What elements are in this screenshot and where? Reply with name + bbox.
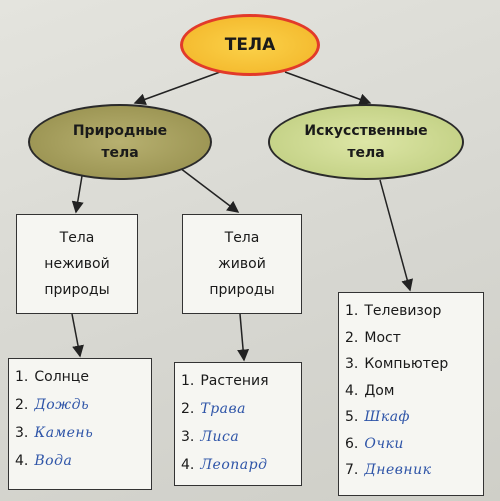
nonliving-line3: природы [44, 282, 110, 298]
item-number: 2. [15, 397, 29, 413]
list-item: 1. Солнце [15, 369, 151, 397]
natural-line2: тела [101, 145, 139, 161]
printed-item-text: Дом [364, 382, 395, 399]
item-number: 4. [181, 457, 195, 473]
nonliving-line1: Тела [59, 230, 95, 246]
nonliving-examples-box: 1. Солнце 2. Дождь 3. Камень 4. Вода [8, 358, 152, 490]
list-item: 2. Трава [181, 401, 301, 429]
item-number: 2. [181, 401, 195, 417]
root-node-bodies: ТЕЛА [180, 14, 320, 76]
artificial-bodies-node: Искусственные тела [268, 104, 464, 180]
printed-item-text: Мост [364, 329, 401, 346]
artificial-examples-box: 1. Телевизор 2. Мост 3. Компьютер 4. Дом 5. Шкаф 6… [338, 292, 484, 496]
list-item: 2. Дождь [15, 397, 151, 425]
item-number: 3. [345, 356, 359, 372]
handwritten-item-text: Вода [34, 453, 73, 469]
list-item: 3. Камень [15, 425, 151, 453]
arrow-root-to-natural [133, 71, 221, 106]
printed-item-text: Компьютер [364, 356, 449, 372]
item-number: 5. [345, 409, 359, 425]
handwritten-item-text: Дождь [34, 397, 90, 413]
root-label: ТЕЛА [224, 35, 276, 55]
arrow-living-to-list [237, 313, 250, 362]
handwritten-item-text: Шкаф [364, 409, 410, 425]
item-number: 1. [15, 369, 29, 385]
item-number: 1. [181, 373, 195, 389]
list-item: 5. Шкаф [345, 409, 483, 436]
artificial-line2: тела [347, 145, 385, 161]
living-nature-box: Тела живой природы [182, 214, 302, 314]
item-number: 3. [15, 425, 29, 441]
item-number: 3. [181, 429, 195, 445]
nonliving-examples-list: 1. Солнце 2. Дождь 3. Камень 4. Вода [15, 369, 151, 481]
printed-item-text: Телевизор [364, 303, 442, 319]
handwritten-item-text: Очки [364, 435, 404, 452]
artificial-examples-list: 1. Телевизор 2. Мост 3. Компьютер 4. Дом 5. Шкаф 6… [345, 303, 483, 489]
arrow-nonliving-to-list [71, 313, 84, 358]
list-item: 1. Растения [181, 373, 301, 401]
nonliving-nature-box: Тела неживой природы [16, 214, 138, 314]
arrow-natural-to-living [179, 167, 240, 213]
handwritten-item-text: Камень [34, 425, 94, 441]
item-number: 4. [345, 382, 359, 399]
artificial-line1: Искусственные [304, 123, 428, 139]
list-item: 3. Лиса [181, 429, 301, 457]
handwritten-item-text: Леопард [200, 457, 268, 473]
list-item: 2. Мост [345, 330, 483, 357]
handwritten-item-text: Трава [200, 401, 247, 417]
living-examples-box: 1. Растения 2. Трава 3. Лиса 4. Леопард [174, 362, 302, 486]
printed-item-text: Солнце [34, 369, 89, 385]
list-item: 4. Леопард [181, 457, 301, 485]
item-number: 1. [345, 303, 359, 319]
arrow-natural-to-nonliving [71, 175, 84, 214]
living-examples-list: 1. Растения 2. Трава 3. Лиса 4. Леопард [181, 373, 301, 485]
item-number: 6. [345, 435, 359, 452]
arrow-artificial-to-list [379, 179, 414, 292]
list-item: 3. Компьютер [345, 356, 483, 383]
item-number: 2. [345, 329, 359, 346]
item-number: 7. [345, 462, 359, 478]
printed-item-text: Растения [200, 373, 269, 389]
item-number: 4. [15, 453, 29, 469]
living-line3: природы [209, 282, 275, 298]
handwritten-item-text: Дневник [364, 462, 432, 478]
arrow-root-to-artificial [284, 71, 372, 106]
list-item: 7. Дневник [345, 462, 483, 489]
list-item: 6. Очки [345, 436, 483, 463]
living-line1: Тела [224, 230, 260, 246]
list-item: 4. Дом [345, 383, 483, 410]
handwritten-item-text: Лиса [200, 429, 240, 445]
list-item: 4. Вода [15, 453, 151, 481]
nonliving-line2: неживой [44, 256, 110, 272]
living-line2: живой [218, 256, 266, 272]
list-item: 1. Телевизор [345, 303, 483, 330]
natural-bodies-node: Природные тела [28, 104, 212, 180]
natural-line1: Природные [72, 123, 168, 139]
